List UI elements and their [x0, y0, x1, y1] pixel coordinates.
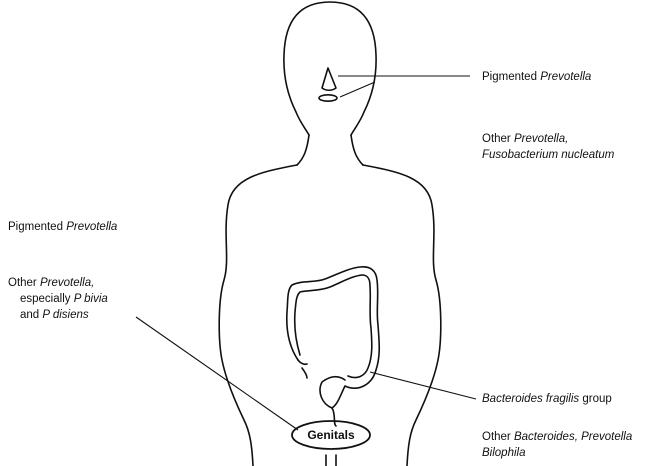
- label-colon: Bacteroides fragilis group: [482, 392, 612, 406]
- neck-outline: [297, 135, 363, 165]
- head-outline: [284, 2, 376, 135]
- pointer-colon: [370, 372, 476, 399]
- pointer-genitals: [136, 317, 298, 430]
- label-oral-other: Other Prevotella, Fusobacterium nucleatu…: [482, 131, 614, 163]
- label-mouth-pigmented: Pigmented Prevotella: [482, 70, 591, 84]
- label-colon-other: Other Bacteroides, Prevotella Bilophila: [482, 429, 632, 461]
- leg-stubs: [326, 455, 336, 466]
- pointer-mouth: [340, 82, 375, 97]
- appendix: [298, 360, 307, 378]
- genitals-label: Genitals: [289, 428, 373, 442]
- label-genital-pigmented: Pigmented Prevotella: [8, 220, 117, 234]
- rectum: [332, 408, 336, 426]
- nose: [322, 68, 336, 90]
- colon: [287, 267, 379, 408]
- mouth: [319, 95, 337, 101]
- right-body-outline: [363, 165, 441, 466]
- label-genital-other: Other Prevotella, especially P bivia and…: [8, 275, 108, 323]
